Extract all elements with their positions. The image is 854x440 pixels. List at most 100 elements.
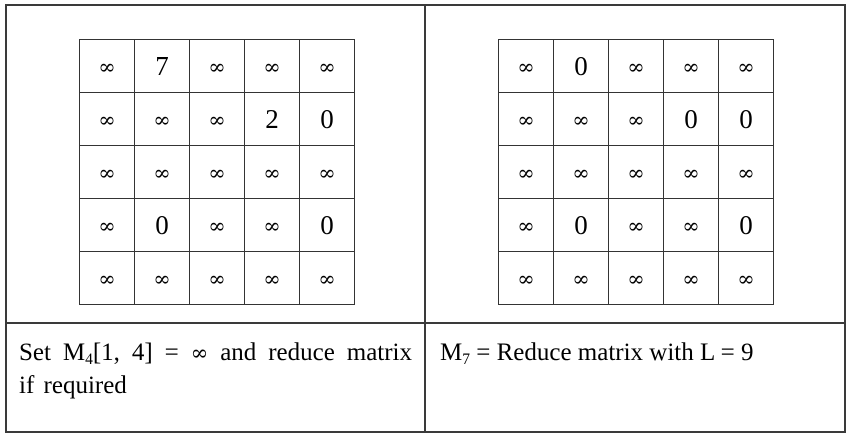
infinity-icon: ∞ xyxy=(98,266,116,291)
matrix-cell: ∞ xyxy=(244,198,300,252)
infinity-icon: ∞ xyxy=(627,160,645,185)
infinity-icon: ∞ xyxy=(627,213,645,238)
caption-left-symbol: M xyxy=(62,339,86,366)
matrix-value: 0 xyxy=(739,103,753,134)
matrix-cell: ∞ xyxy=(498,145,554,199)
matrix-cell: ∞ xyxy=(79,92,135,146)
infinity-icon: ∞ xyxy=(627,54,645,79)
matrix-cell: 0 xyxy=(299,92,355,146)
matrix-cell: 0 xyxy=(299,198,355,252)
matrix-cell: ∞ xyxy=(498,39,554,93)
matrix-cell: 0 xyxy=(663,92,719,146)
infinity-icon: ∞ xyxy=(572,107,590,132)
matrix-cell: ∞ xyxy=(718,145,774,199)
caption-right-part-1: = Reduce matrix with L = 9 xyxy=(469,339,754,366)
caption-right-symbol: M xyxy=(440,339,463,366)
infinity-icon: ∞ xyxy=(263,54,281,79)
infinity-icon: ∞ xyxy=(318,160,336,185)
infinity-icon: ∞ xyxy=(682,54,700,79)
infinity-icon: ∞ xyxy=(263,266,281,291)
matrix-cell: ∞ xyxy=(498,92,554,146)
matrix-cell: ∞ xyxy=(498,198,554,252)
infinity-icon: ∞ xyxy=(682,160,700,185)
infinity-icon: ∞ xyxy=(682,213,700,238)
matrix-row: ∞ 0 ∞ ∞ 0 xyxy=(498,198,774,252)
matrix-value: 0 xyxy=(739,209,753,240)
matrix-cell: 7 xyxy=(134,39,190,93)
caption-right: M7 = Reduce matrix with L = 9 xyxy=(440,336,835,369)
matrix-cell: ∞ xyxy=(608,145,664,199)
captions-row: Set M4[1, 4] = ∞ and reduce matrix if re… xyxy=(7,322,844,431)
matrix-cell: ∞ xyxy=(718,251,774,305)
matrix-cell: ∞ xyxy=(718,39,774,93)
matrix-value: 7 xyxy=(155,50,169,81)
matrix-row: ∞ ∞ ∞ ∞ ∞ xyxy=(498,251,774,305)
caption-right-subscript: 7 xyxy=(462,351,470,369)
infinity-icon: ∞ xyxy=(153,107,171,132)
infinity-icon: ∞ xyxy=(208,107,226,132)
matrix-cell: ∞ xyxy=(663,145,719,199)
matrix-cell: ∞ xyxy=(189,39,245,93)
matrix-cell: ∞ xyxy=(553,145,609,199)
matrix-cell: ∞ xyxy=(608,39,664,93)
matrix-cell: ∞ xyxy=(134,251,190,305)
infinity-icon: ∞ xyxy=(517,266,535,291)
infinity-icon: ∞ xyxy=(153,266,171,291)
infinity-icon: ∞ xyxy=(627,266,645,291)
matrix-cell: 0 xyxy=(553,198,609,252)
matrix-cell: ∞ xyxy=(189,145,245,199)
infinity-icon: ∞ xyxy=(517,107,535,132)
infinity-icon: ∞ xyxy=(682,266,700,291)
infinity-icon: ∞ xyxy=(98,213,116,238)
matrix-cell: ∞ xyxy=(498,251,554,305)
infinity-icon: ∞ xyxy=(572,160,590,185)
matrix-cell: ∞ xyxy=(79,198,135,252)
infinity-icon: ∞ xyxy=(208,213,226,238)
infinity-icon: ∞ xyxy=(737,266,755,291)
matrix-value: 0 xyxy=(574,209,588,240)
infinity-icon: ∞ xyxy=(517,213,535,238)
matrix-cell: ∞ xyxy=(79,39,135,93)
matrix-cell: ∞ xyxy=(663,198,719,252)
matrix-cell: ∞ xyxy=(244,145,300,199)
matrix-cell: ∞ xyxy=(189,251,245,305)
matrix-cell: ∞ xyxy=(663,251,719,305)
matrix-cell: ∞ xyxy=(79,251,135,305)
matrix-row: ∞ 0 ∞ ∞ 0 xyxy=(79,198,355,252)
matrix-cell: ∞ xyxy=(663,39,719,93)
matrix-cell: ∞ xyxy=(244,251,300,305)
matrix-value: 0 xyxy=(320,209,334,240)
panel-right-caption-cell: M7 = Reduce matrix with L = 9 xyxy=(426,324,844,431)
caption-left-part-1: Set xyxy=(19,339,63,366)
infinity-icon: ∞ xyxy=(517,54,535,79)
matrix-cell: ∞ xyxy=(189,198,245,252)
matrix-cell: ∞ xyxy=(134,92,190,146)
matrix-cell: 0 xyxy=(718,92,774,146)
infinity-icon: ∞ xyxy=(318,54,336,79)
matrix-row: ∞ 0 ∞ ∞ ∞ xyxy=(498,39,774,93)
matrix-value: 0 xyxy=(684,103,698,134)
infinity-icon: ∞ xyxy=(190,341,209,366)
matrix-value: 0 xyxy=(574,50,588,81)
infinity-icon: ∞ xyxy=(208,266,226,291)
caption-left-part-3: and reduce matrix if required xyxy=(19,339,413,399)
matrix-cell: 0 xyxy=(134,198,190,252)
infinity-icon: ∞ xyxy=(263,213,281,238)
infinity-icon: ∞ xyxy=(208,54,226,79)
infinity-icon: ∞ xyxy=(263,160,281,185)
matrix-cell: 0 xyxy=(553,39,609,93)
matrix-cell: ∞ xyxy=(608,198,664,252)
caption-left: Set M4[1, 4] = ∞ and reduce matrix if re… xyxy=(19,336,412,402)
infinity-icon: ∞ xyxy=(98,54,116,79)
matrix-cell: ∞ xyxy=(553,251,609,305)
